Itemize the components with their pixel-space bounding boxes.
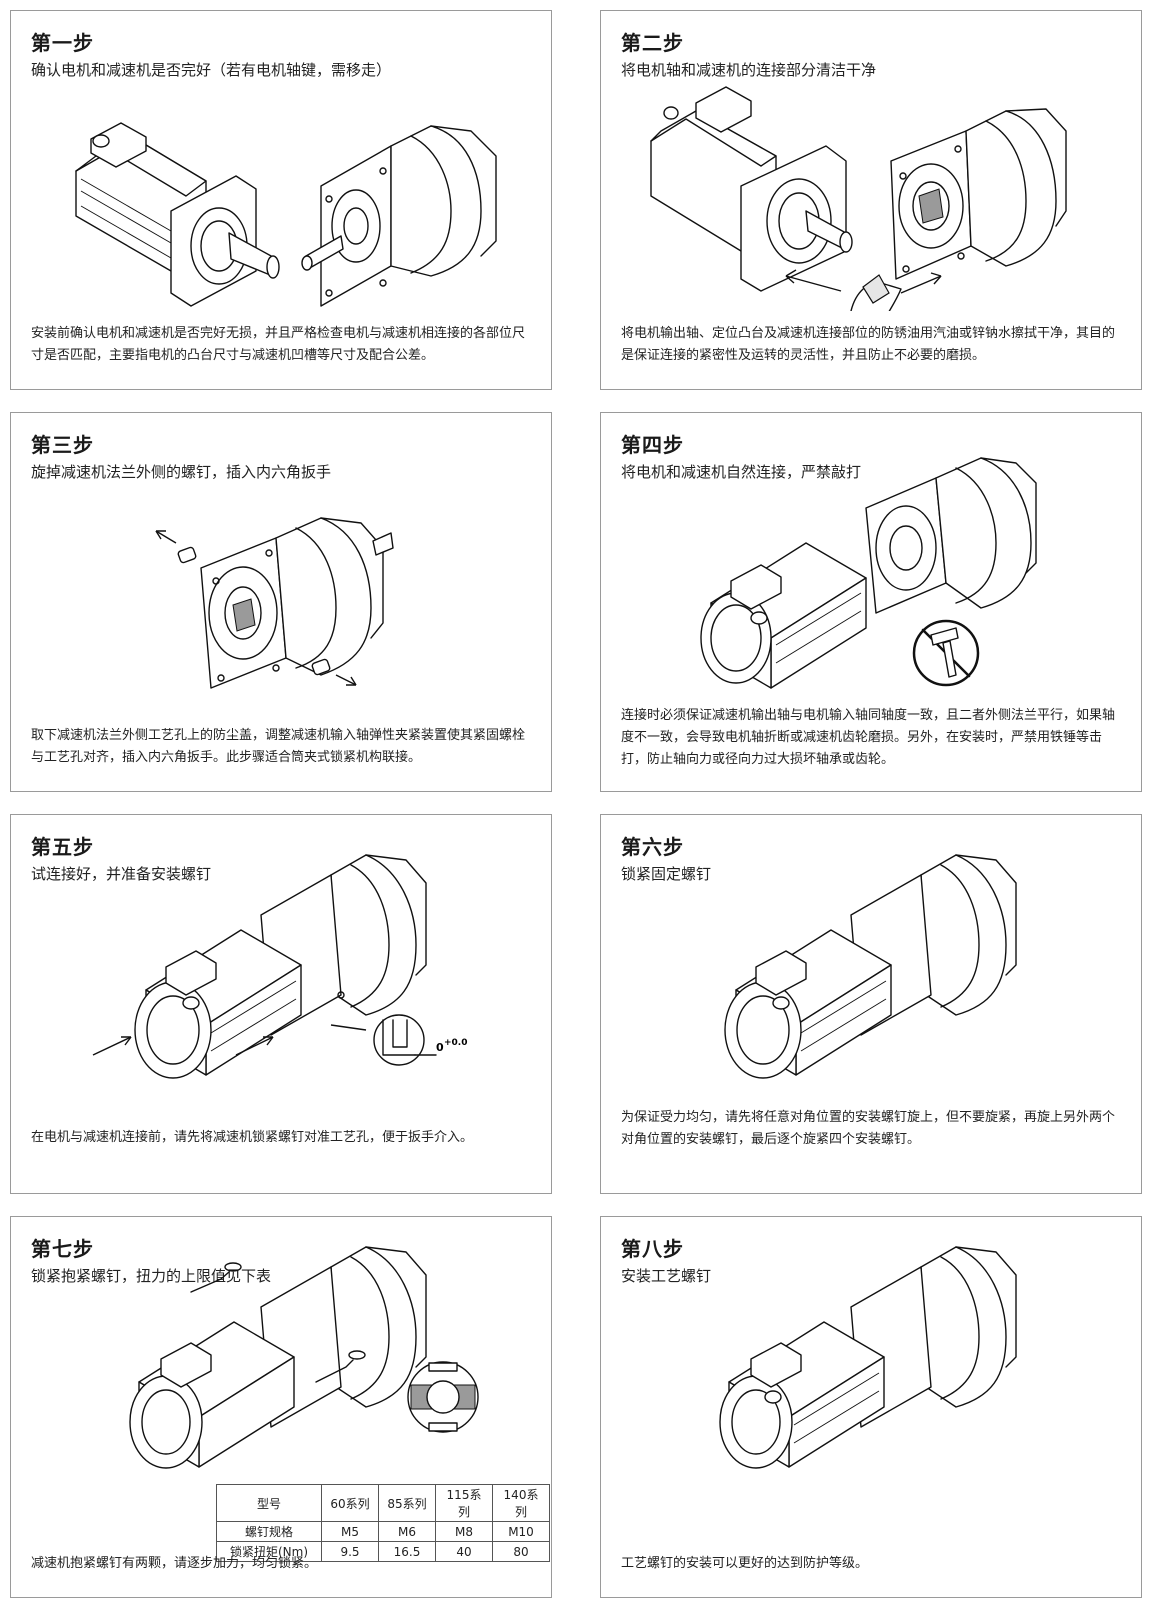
table-row: 螺钉规格 M5 M6 M8 M10 [216,1521,550,1542]
step-4-title: 第四步 [621,433,684,457]
gear-reducer-drawing [200,517,394,689]
step-5-illustration: 0 +0.0 [92,854,467,1079]
table-row: 锁紧扭矩(Nm) 9.5 16.5 40 80 [216,1541,550,1562]
step-3-panel: 第三步 旋掉减速机法兰外侧的螺钉，插入内六角扳手 取下减速机法兰外侧工艺孔上的防… [10,412,552,792]
table-cell: 锁紧扭矩(Nm) [216,1541,322,1562]
step-3-description: 取下减速机法兰外侧工艺孔上的防尘盖，调整减速机输入轴弹性夹紧装置使其紧固螺栓与工… [31,728,526,765]
step-8-subtitle: 安装工艺螺钉 [621,1267,712,1285]
step-6-panel: 第六步 锁紧固定螺钉 为保证受力均匀，请先将任意对角位置的安装螺钉旋上，但不要旋… [600,814,1142,1194]
servo-motor-drawing [700,542,867,689]
step-4-illustration [700,457,1037,689]
step-8-panel: 第八步 安装工艺螺钉 工艺螺钉的安装可以更好的达到防护等级。 [600,1216,1142,1598]
table-cell: 60系列 [321,1484,379,1522]
step-8-description: 工艺螺钉的安装可以更好的达到防护等级。 [621,1556,869,1571]
step-6-description: 为保证受力均匀，请先将任意对角位置的安装螺钉旋上，但不要旋紧，再旋上另外两个对角… [621,1110,1116,1147]
step-5-subtitle: 试连接好，并准备安装螺钉 [31,865,212,883]
hex-key-icon [190,1262,366,1383]
step-1-subtitle: 确认电机和减速机是否完好（若有电机轴键，需移走） [31,61,392,79]
table-cell: 80 [492,1541,550,1562]
step-3-subtitle: 旋掉减速机法兰外侧的螺钉，插入内六角扳手 [31,463,332,481]
gear-reducer-drawing [865,457,1037,614]
step-8-title: 第八步 [621,1237,684,1261]
step-4-panel: 第四步 将电机和减速机自然连接，严禁敲打 连接时必须保 [600,412,1142,792]
gear-reducer-drawing [301,125,497,307]
step-5-panel: 第五步 试连接好，并准备安装螺钉 0 [10,814,552,1194]
assembled-motor-reducer-drawing [719,1246,1017,1469]
gear-reducer-drawing [890,108,1067,280]
step-2-illustration [650,86,1067,311]
table-cell: M5 [321,1521,379,1542]
table-cell: 16.5 [378,1541,436,1562]
table-cell: 40 [435,1541,493,1562]
step-7-illustration [129,1246,479,1469]
table-cell: 9.5 [321,1541,379,1562]
table-cell: M8 [435,1521,493,1542]
step-7-subtitle: 锁紧抱紧螺钉，扭力的上限值见下表 [31,1267,272,1285]
clamp-section-icon [407,1361,479,1433]
alignment-detail-icon: 0 +0.0 [373,1014,467,1066]
table-header-row: 型号 60系列 85系列 115系列 140系列 [216,1484,550,1522]
step-2-title: 第二步 [621,31,684,55]
step-6-title: 第六步 [621,835,684,859]
step-7-panel: 第七步 锁紧抱紧螺钉，扭力的上限值见下表 [10,1216,552,1598]
step-4-subtitle: 将电机和减速机自然连接，严禁敲打 [621,463,862,481]
assembled-motor-reducer-drawing [724,854,1017,1079]
step-7-title: 第七步 [31,1237,94,1261]
table-cell: 螺钉规格 [216,1521,322,1542]
cleaning-hand-icon [785,269,942,311]
step-2-description: 将电机输出轴、定位凸台及减速机连接部位的防锈油用汽油或锌钠水擦拭干净，其目的是保… [621,326,1116,363]
assembled-motor-reducer-drawing [92,854,427,1079]
table-cell: 115系列 [435,1484,493,1522]
dust-cap-icon [155,530,357,686]
step-1-title: 第一步 [31,31,94,55]
step-3-title: 第三步 [31,433,94,457]
table-cell: 140系列 [492,1484,550,1522]
torque-table: 型号 60系列 85系列 115系列 140系列 螺钉规格 M5 M6 M8 M… [216,1484,550,1562]
step-6-subtitle: 锁紧固定螺钉 [621,865,712,883]
step-1-description: 安装前确认电机和减速机是否完好无损，并且严格检查电机与减速机相连接的各部位尺寸是… [31,326,526,363]
step-5-title: 第五步 [31,835,94,859]
table-cell: M6 [378,1521,436,1542]
no-hammer-icon [912,619,980,687]
step-1-panel: 第一步 确认电机和减速机是否完好（若有电机轴键，需移走） [10,10,552,390]
table-cell: M10 [492,1521,550,1542]
tolerance-label: 0 [436,1041,444,1054]
step-2-subtitle: 将电机轴和减速机的连接部分清洁干净 [621,61,877,79]
table-cell: 85系列 [378,1484,436,1522]
step-2-panel: 第二步 将电机轴和减速机的连接部分清洁干净 [600,10,1142,390]
step-8-illustration [719,1246,1017,1469]
servo-motor-drawing [650,86,853,292]
assembled-motor-reducer-drawing [129,1246,427,1469]
step-4-description: 连接时必须保证减速机输出轴与电机输入轴同轴度一致，且二者外侧法兰平行，如果轴度不… [621,708,1116,767]
step-7-description: 减速机抱紧螺钉有两颗，请逐步加力，均匀锁紧。 [31,1556,318,1571]
step-5-description: 在电机与减速机连接前，请先将减速机锁紧螺钉对准工艺孔，便于扳手介入。 [31,1130,474,1145]
step-1-illustration [75,122,497,307]
tolerance-sup: +0.0 [444,1038,467,1048]
table-cell: 型号 [216,1484,322,1522]
step-3-illustration [155,517,394,689]
step-6-illustration [724,854,1017,1079]
servo-motor-drawing [75,122,280,307]
